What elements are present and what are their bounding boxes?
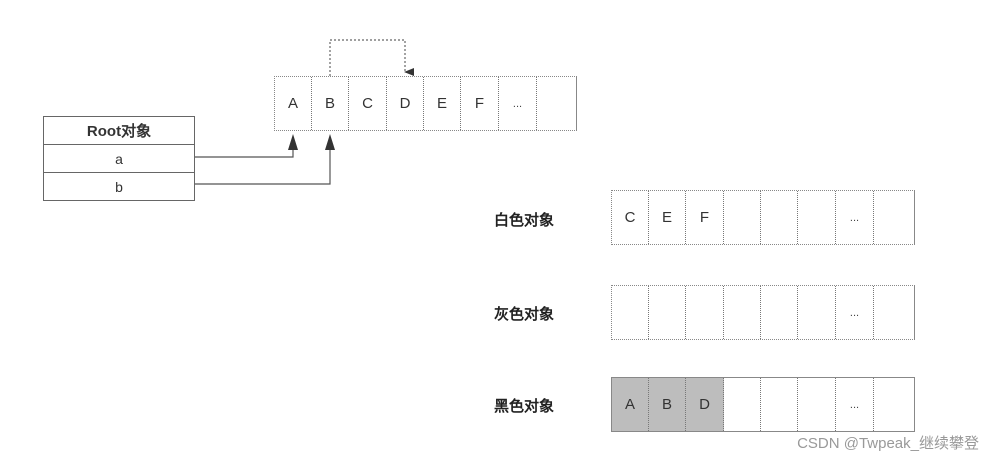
arrow-root-b-to-b [195,138,331,185]
white-cell [798,191,836,244]
black-set-label: 黑色对象 [494,397,555,415]
black-cell: A [612,378,649,431]
black-cell [724,378,761,431]
black-set-strip: A B D ... [611,377,915,432]
gray-cell [798,286,836,339]
heap-cell: F [461,77,499,130]
white-cell: C [612,191,649,244]
root-field-b: b [44,172,194,200]
heap-cell: B [312,77,349,130]
gray-cell: ... [836,286,874,339]
black-cell [761,378,798,431]
heap-cell: E [424,77,461,130]
watermark: CSDN @Twpeak_继续攀登 [797,435,979,452]
white-cell: E [649,191,686,244]
white-cell [761,191,798,244]
white-cell [724,191,761,244]
white-set-label: 白色对象 [494,211,555,229]
gray-set-strip: ... [611,285,915,340]
heap-cell: C [349,77,387,130]
white-set-strip: C E F ... [611,190,915,245]
gray-cell [686,286,724,339]
gray-cell [612,286,649,339]
gray-cell [724,286,761,339]
arrow-b-to-d [329,39,414,76]
heap-cell: A [275,77,312,130]
white-cell: ... [836,191,874,244]
gray-cell [761,286,798,339]
root-field-a: a [44,144,194,172]
white-cell: F [686,191,724,244]
arrow-root-a-to-a [195,138,294,158]
black-cell: ... [836,378,874,431]
heap-strip: A B C D E F ... [274,76,577,131]
gray-cell [649,286,686,339]
root-object-table: Root对象 a b [43,116,195,201]
root-title: Root对象 [86,123,152,140]
black-cell: D [686,378,724,431]
heap-cell: D [387,77,424,130]
black-cell: B [649,378,686,431]
gray-set-label: 灰色对象 [494,305,555,323]
black-cell [798,378,836,431]
heap-cell: ... [499,77,537,130]
